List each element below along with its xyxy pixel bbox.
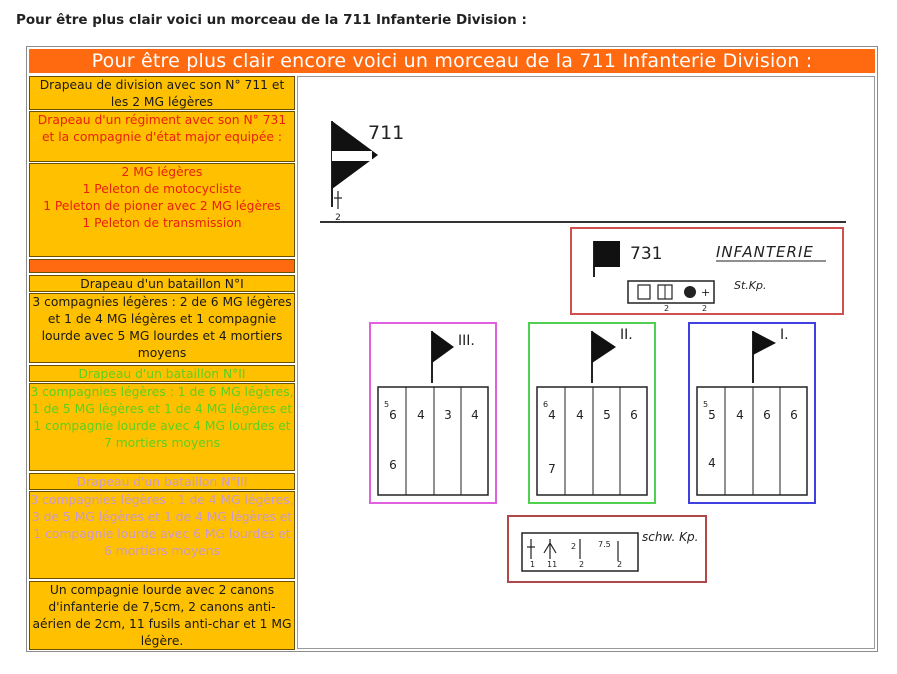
mg-count: 6 xyxy=(790,408,798,422)
cell-text: Drapeau de division avec son N° 711 et l… xyxy=(39,78,285,109)
caliber-label: 2 xyxy=(571,542,576,551)
battalion-3: III. 6 4 3 4 5 6 xyxy=(369,322,497,504)
cell-regiment-flag: Drapeau d'un régiment avec son N° 731 et… xyxy=(29,111,295,162)
mg-count: 4 xyxy=(736,408,744,422)
cell-division-flag: Drapeau de division avec son N° 711 et l… xyxy=(29,76,295,110)
staff-label: St.Kp. xyxy=(734,279,766,292)
heavy-mg-count: 5 xyxy=(703,400,708,409)
mg-count: 5 xyxy=(603,408,611,422)
heavy-count: 2 xyxy=(579,560,584,569)
division-mg-count: 2 xyxy=(335,213,341,223)
cell-text: 3 compagnies légères : 1 de 6 MG légères… xyxy=(30,385,294,450)
cell-battalion2-desc: 3 compagnies légères : 1 de 6 MG légères… xyxy=(29,383,295,471)
battalion-2: II. 4 4 5 6 6 7 xyxy=(528,322,656,504)
battalion-numeral: I. xyxy=(780,327,789,343)
org-chart-svg: 711 2 731 INFANTERIE + 2 xyxy=(320,121,846,583)
mortar-count: 6 xyxy=(389,458,397,472)
division-number: 711 xyxy=(368,122,404,144)
heavy-mg-count: 5 xyxy=(384,400,389,409)
cell-text: 3 compagnies légères : 2 de 6 MG légères… xyxy=(32,295,292,360)
staff-item: 1 Peleton de motocycliste xyxy=(82,182,242,196)
heavy-company-label: schw. Kp. xyxy=(642,530,698,544)
staff-item: 2 MG légères xyxy=(121,165,203,179)
flag-icon xyxy=(753,331,776,355)
cell-battalion2-flag: Drapeau d'un bataillon N°II xyxy=(29,365,295,382)
cell-battalion3-flag: Drapeau d'un bataillon N°III xyxy=(29,473,295,490)
cell-heavy-company: Un compagnie lourde avec 2 canons d'infa… xyxy=(29,581,295,650)
cell-separator xyxy=(29,259,295,273)
heavy-count: 1 xyxy=(530,560,535,569)
flag-icon xyxy=(594,241,620,267)
content-table: Pour être plus clair encore voici un mor… xyxy=(26,46,878,652)
cell-text: 3 compagnies légères : 1 de 4 MG légères… xyxy=(30,493,294,558)
mg-count: 6 xyxy=(389,408,397,422)
mg-count: 4 xyxy=(471,408,479,422)
division-flag: 711 2 xyxy=(331,121,404,223)
mg-count: 6 xyxy=(630,408,638,422)
cell-battalion3-desc: 3 compagnies légères : 1 de 4 MG légères… xyxy=(29,491,295,579)
mg-count: 3 xyxy=(444,408,452,422)
mg-count: 4 xyxy=(548,408,556,422)
cell-text: Drapeau d'un bataillon N°III xyxy=(76,475,248,489)
mg-count: 4 xyxy=(576,408,584,422)
mortar-count: 4 xyxy=(708,456,716,470)
mortar-count: 7 xyxy=(548,462,556,476)
mg-count: 6 xyxy=(763,408,771,422)
cell-text: Drapeau d'un régiment avec son N° 731 et… xyxy=(37,113,287,144)
cell-battalion1-desc: 3 compagnies légères : 2 de 6 MG légères… xyxy=(29,293,295,363)
battalion-1: I. 5 4 6 6 5 4 xyxy=(688,322,816,504)
staff-count: 2 xyxy=(702,304,707,313)
svg-text:+: + xyxy=(701,286,710,299)
regiment-number: 731 xyxy=(630,244,662,264)
staff-item: 1 Peleton de transmission xyxy=(82,216,242,230)
flag-icon xyxy=(432,331,454,363)
regiment-box: 731 INFANTERIE + 2 2 St.Kp. xyxy=(570,227,844,315)
cell-text: Un compagnie lourde avec 2 canons d'infa… xyxy=(32,583,292,648)
regiment-label: INFANTERIE xyxy=(716,243,814,261)
heavy-count: 11 xyxy=(547,560,557,569)
staff-count: 2 xyxy=(664,304,669,313)
cell-text: Drapeau d'un bataillon N°I xyxy=(80,277,244,291)
table-banner: Pour être plus clair encore voici un mor… xyxy=(29,49,875,73)
cell-text: Drapeau d'un bataillon N°II xyxy=(78,367,246,381)
motorcycle-icon xyxy=(684,286,696,298)
heavy-company-box: 1 11 2 2 2 7.5 schw. Kp. xyxy=(507,515,707,583)
heavy-mg-count: 6 xyxy=(543,400,548,409)
battalion-numeral: II. xyxy=(620,327,633,343)
flag-icon xyxy=(592,331,616,363)
cell-battalion1-flag: Drapeau d'un bataillon N°I xyxy=(29,275,295,292)
intro-heading: Pour être plus clair voici un morceau de… xyxy=(16,12,527,28)
staff-item: 1 Peleton de pioner avec 2 MG légères xyxy=(43,199,281,213)
organization-diagram: 711 2 731 INFANTERIE + 2 xyxy=(297,76,875,649)
mg-count: 5 xyxy=(708,408,716,422)
mg-count: 4 xyxy=(417,408,425,422)
battalion-numeral: III. xyxy=(458,333,475,349)
cell-staff-company: 2 MG légères 1 Peleton de motocycliste 1… xyxy=(29,163,295,257)
caliber-label: 7.5 xyxy=(598,540,611,549)
heavy-count: 2 xyxy=(617,560,622,569)
